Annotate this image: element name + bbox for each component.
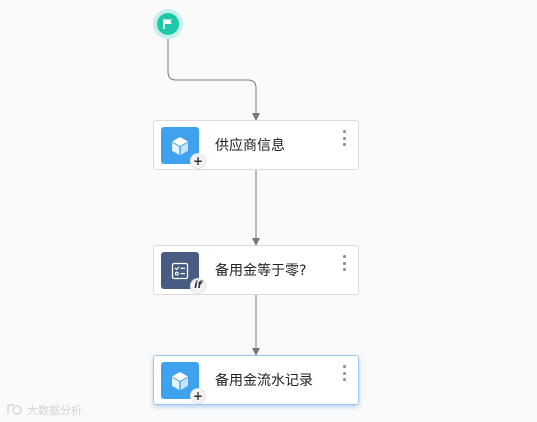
more-options-icon[interactable] bbox=[342, 130, 346, 146]
cube-icon bbox=[172, 371, 188, 390]
node-petty-cash-zero[interactable]: if 备用金等于零? bbox=[153, 245, 359, 295]
node-petty-cash-ledger[interactable]: + 备用金流水记录 bbox=[153, 355, 359, 405]
cube-icon bbox=[172, 136, 188, 155]
node-label: 供应商信息 bbox=[215, 138, 285, 154]
start-node[interactable] bbox=[153, 9, 183, 39]
if-badge: if bbox=[190, 278, 206, 294]
connector-start-to-node1 bbox=[167, 39, 260, 121]
watermark-logo-icon bbox=[7, 404, 22, 415]
node-icon: + bbox=[161, 362, 206, 404]
start-node-core bbox=[157, 13, 179, 35]
watermark-text: 大数据分析 bbox=[27, 404, 82, 417]
node-supplier-info[interactable]: + 供应商信息 bbox=[153, 120, 359, 170]
checklist-icon bbox=[171, 262, 189, 279]
more-options-icon[interactable] bbox=[342, 365, 346, 381]
node-label: 备用金流水记录 bbox=[215, 373, 313, 389]
add-badge: + bbox=[190, 153, 206, 169]
node-icon: + bbox=[161, 127, 206, 169]
add-badge: + bbox=[190, 388, 206, 404]
flag-icon bbox=[163, 19, 172, 29]
node-label: 备用金等于零? bbox=[215, 263, 307, 279]
more-options-icon[interactable] bbox=[342, 255, 346, 271]
watermark: 大数据分析 bbox=[6, 402, 82, 418]
node-icon: if bbox=[161, 252, 206, 294]
